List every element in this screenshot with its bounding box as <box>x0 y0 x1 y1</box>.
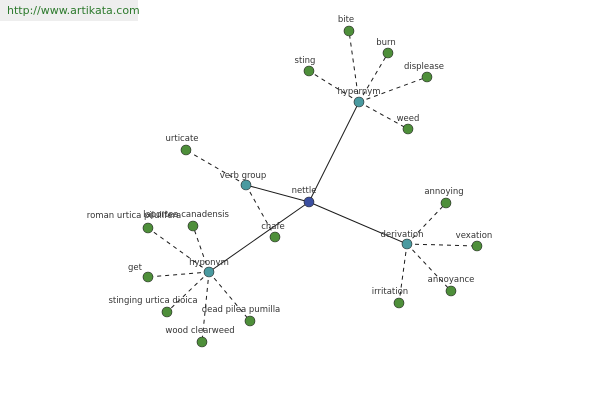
term-dead-pilea-pumilla-label[interactable]: dead pilea pumilla <box>202 305 281 315</box>
term-bite-node[interactable] <box>343 25 355 37</box>
term-irritation-node[interactable] <box>393 297 405 309</box>
term-chafe-label[interactable]: chafe <box>261 222 285 232</box>
term-stinging-urtica-dioica-label[interactable]: stinging urtica dioica <box>108 296 197 306</box>
edge-verb-group-chafe <box>245 184 276 238</box>
term-weed-label[interactable]: weed <box>397 114 420 124</box>
edge-nettle-hyponym <box>208 201 310 273</box>
term-laportea-canadensis-node[interactable] <box>187 220 199 232</box>
term-stinging-urtica-dioica-node[interactable] <box>161 306 173 318</box>
edge-hyponym-wood-clearweed <box>201 271 210 343</box>
edge-verb-group-urticate <box>185 149 247 186</box>
edge-hypernym-sting <box>308 70 360 103</box>
term-vexation-label[interactable]: vexation <box>456 231 493 241</box>
relation-verb-group-node[interactable] <box>240 179 252 191</box>
edge-hypernym-burn <box>358 52 389 103</box>
term-displease-node[interactable] <box>421 71 433 83</box>
term-wood-clearweed-node[interactable] <box>196 336 208 348</box>
term-annoyance-label[interactable]: annoyance <box>428 275 475 285</box>
edge-hypernym-bite <box>348 30 360 103</box>
relation-hyponym-label[interactable]: hyponym <box>189 258 229 268</box>
graph-edges <box>147 30 478 343</box>
edge-hyponym-dead-pilea-pumilla <box>208 271 251 322</box>
edge-hyponym-get <box>147 271 210 278</box>
edge-derivation-annoying <box>406 202 447 245</box>
edge-nettle-hypernym <box>308 101 360 203</box>
term-annoying-node[interactable] <box>440 197 452 209</box>
term-chafe-node[interactable] <box>269 231 281 243</box>
term-roman-urtica-pilulifera-node[interactable] <box>142 222 154 234</box>
relation-hypernym-node[interactable] <box>353 96 365 108</box>
relation-derivation-label[interactable]: derivation <box>380 230 423 240</box>
term-sting-label[interactable]: sting <box>295 56 316 66</box>
term-burn-label[interactable]: burn <box>376 38 396 48</box>
term-weed-node[interactable] <box>402 123 414 135</box>
relation-derivation-node[interactable] <box>401 238 413 250</box>
center-nettle-label[interactable]: nettle <box>292 186 317 196</box>
edge-nettle-derivation <box>308 201 408 245</box>
term-sting-node[interactable] <box>303 65 315 77</box>
term-annoying-label[interactable]: annoying <box>424 187 463 197</box>
site-url-badge[interactable]: http://www.artikata.com <box>0 0 140 21</box>
term-bite-label[interactable]: bite <box>338 15 354 25</box>
term-laportea-canadensis-label[interactable]: laportea canadensis <box>143 210 229 220</box>
term-get-label[interactable]: get <box>128 263 143 273</box>
edge-derivation-annoyance <box>406 243 452 292</box>
edge-hyponym-stinging-urtica-dioica <box>166 271 210 313</box>
term-annoyance-node[interactable] <box>445 285 457 297</box>
relation-hypernym-label[interactable]: hypernym <box>337 87 380 97</box>
relation-verb-group-label[interactable]: verb group <box>220 171 267 181</box>
center-nettle-node[interactable] <box>303 196 315 208</box>
term-urticate-node[interactable] <box>180 144 192 156</box>
term-wood-clearweed-label[interactable]: wood clearweed <box>165 326 234 336</box>
edge-nettle-verb-group <box>245 184 310 203</box>
edge-hyponym-laportea-canadensis <box>192 225 210 273</box>
term-burn-node[interactable] <box>382 47 394 59</box>
term-dead-pilea-pumilla-node[interactable] <box>244 315 256 327</box>
term-vexation-node[interactable] <box>471 240 483 252</box>
term-displease-label[interactable]: displease <box>404 62 444 72</box>
edge-derivation-irritation <box>398 243 408 304</box>
graph-labels: nettle hypernym bite burn sting displease weed… <box>87 15 493 336</box>
edge-derivation-vexation <box>406 243 478 247</box>
edge-hypernym-weed <box>358 101 409 130</box>
term-get-node[interactable] <box>142 271 154 283</box>
term-roman-urtica-pilulifera-label[interactable]: roman urtica pilulifera <box>87 211 181 221</box>
graph-nodes <box>142 25 483 348</box>
relation-hyponym-node[interactable] <box>203 266 215 278</box>
term-urticate-label[interactable]: urticate <box>165 134 198 144</box>
term-irritation-label[interactable]: irritation <box>372 287 408 297</box>
